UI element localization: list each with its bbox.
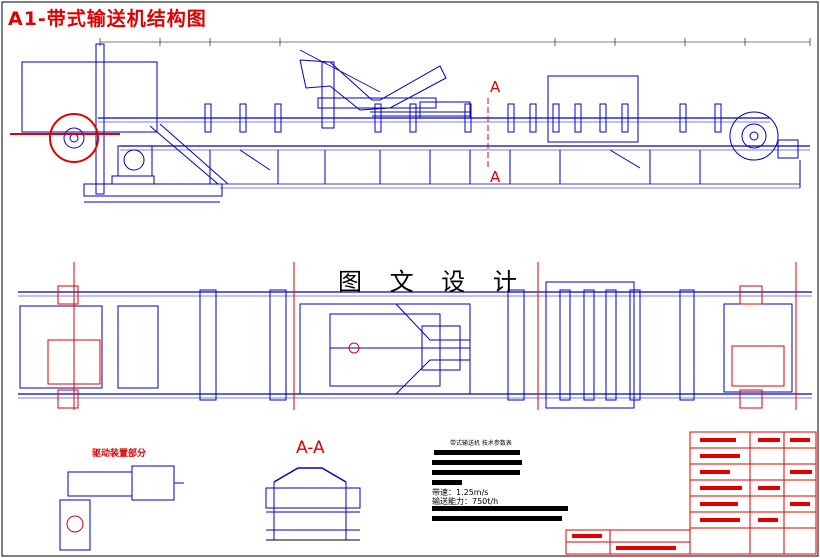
drawing-title: A1-带式输送机结构图 xyxy=(8,8,207,30)
drive-view-label: 驱动装置部分 xyxy=(92,449,147,459)
title-block-fills xyxy=(572,438,812,550)
plan-view xyxy=(18,281,812,409)
plan-center-marks xyxy=(73,262,797,410)
spec-speed: 带速：1.25m/s xyxy=(432,488,489,497)
section-label-top: A xyxy=(490,78,501,96)
spec-capacity: 输送能力：750t/h xyxy=(432,497,499,506)
drive-detail xyxy=(59,465,184,551)
elevation-view xyxy=(10,38,811,203)
spec-redactions xyxy=(432,450,568,521)
watermark-text: 图 文 设 计 xyxy=(338,268,527,296)
section-a-a-view xyxy=(265,467,361,541)
section-view-label: A-A xyxy=(296,438,325,458)
spec-heading: 带式输送机 技术参数表 xyxy=(450,440,512,447)
title-block xyxy=(565,431,817,555)
section-label-bottom: A xyxy=(490,168,501,186)
